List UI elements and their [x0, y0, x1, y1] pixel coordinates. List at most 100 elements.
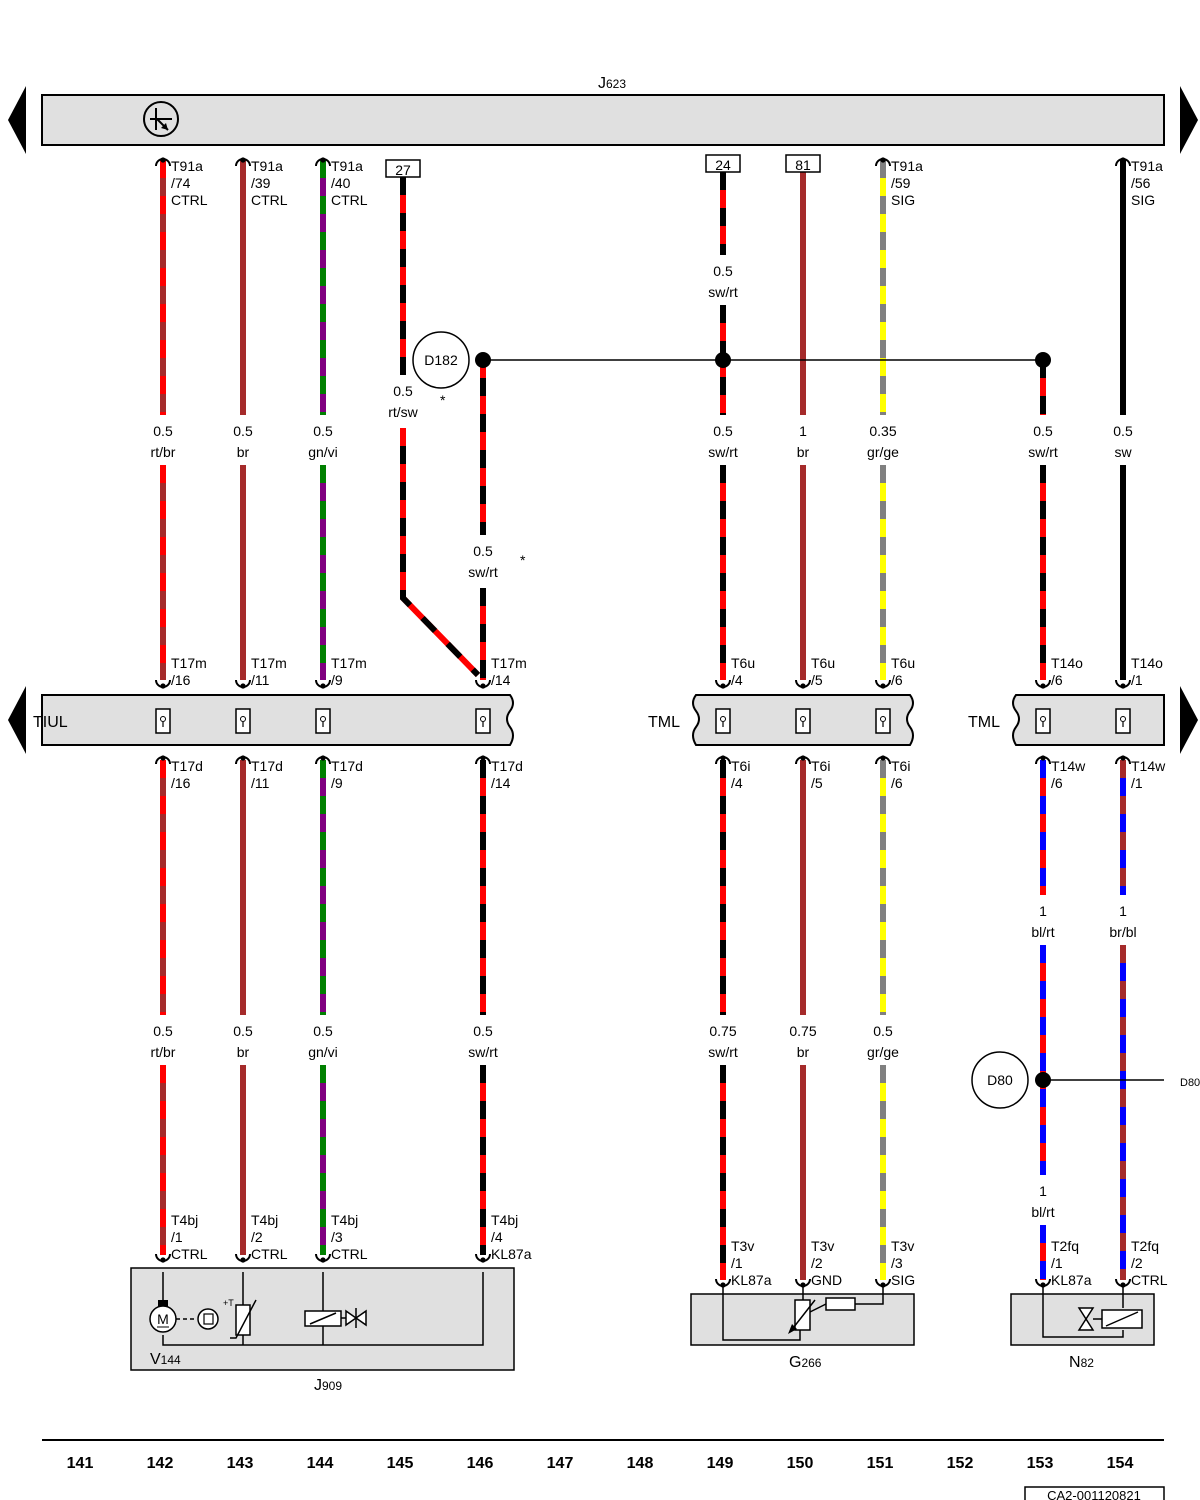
wire-color-label: sw/rt: [708, 1044, 738, 1060]
inline-connector-icon: [475, 708, 491, 734]
wire-gauge-label: 0.5: [233, 1023, 253, 1039]
column-number: 151: [867, 1455, 894, 1472]
tiul-connector-bar: [41, 694, 514, 746]
terminal-connector-icon: [315, 679, 331, 689]
document-code: CA2-001120821: [1047, 1488, 1141, 1500]
wire-gauge-label: 0.5: [153, 423, 173, 439]
junction-dot: [475, 352, 491, 368]
wire-color-label: bl/rt: [1031, 924, 1054, 940]
ref-box-24: [705, 154, 741, 173]
wire-color-label: gn/vi: [308, 444, 338, 460]
wire-color-label: sw/rt: [1028, 444, 1058, 460]
column-number: 143: [227, 1455, 254, 1472]
ref-box-27: [385, 159, 421, 178]
terminal-connector-icon: [235, 157, 251, 167]
wire-gauge-label: 1: [1039, 1183, 1047, 1199]
inline-connector-icon: [1115, 708, 1131, 734]
pin-label: T17m/16: [171, 655, 207, 688]
terminal-connector-icon: [475, 755, 491, 765]
left-continuation-arrow-top: [8, 86, 26, 154]
wire-gauge-label: 1: [799, 423, 807, 439]
wire-color-label: br: [237, 1044, 250, 1060]
pin-label: T17m/14: [491, 655, 527, 688]
wire-color-label: sw/rt: [468, 1044, 498, 1060]
j623-control-unit-bar: [41, 94, 1165, 146]
terminal-connector-icon: [1115, 755, 1131, 765]
j909-label: J909: [314, 1377, 342, 1394]
inline-connector-icon: [1035, 708, 1051, 734]
inline-connector-icon: [715, 708, 731, 734]
pin-label: T14o/1: [1131, 655, 1163, 688]
terminal-connector-icon: [315, 1253, 331, 1263]
wire-gauge-label: 0.5: [713, 423, 733, 439]
inline-connector-icon: [155, 708, 171, 734]
v144-label: V144: [150, 1351, 181, 1368]
svg-text:M: M: [157, 1311, 169, 1327]
column-number: 149: [707, 1455, 734, 1472]
pin-label: T6u/6: [891, 655, 915, 688]
pin-label: T14w/1: [1131, 758, 1166, 791]
wire-gauge-label: 0.5: [1033, 423, 1053, 439]
wire-color-label: rt/br: [151, 444, 176, 460]
wire-color-label: sw/rt: [708, 284, 738, 300]
terminal-connector-icon: [155, 679, 171, 689]
wire-gauge-label: 0.5: [473, 1023, 493, 1039]
star-marker: *: [520, 552, 526, 568]
terminal-connector-icon: [475, 679, 491, 689]
earth-terminal-icon: [143, 101, 179, 137]
wire-color-label: gr/ge: [867, 444, 899, 460]
ref-27-text: 27: [395, 162, 411, 178]
terminal-connector-icon: [315, 157, 331, 167]
pin-label: T17m/9: [331, 655, 367, 688]
terminal-connector-icon: [315, 755, 331, 765]
column-number: 144: [307, 1455, 334, 1472]
wire-gauge-label: 0.5: [313, 423, 333, 439]
terminal-connector-icon: [1115, 679, 1131, 689]
solenoid-valve-icon: [1077, 1307, 1143, 1331]
pin-label: T6i/5: [811, 758, 830, 791]
pin-label: T14o/6: [1051, 655, 1083, 688]
wire-color-label: rt/br: [151, 1044, 176, 1060]
wire-color-label: sw/rt: [708, 444, 738, 460]
column-number: 148: [627, 1455, 654, 1472]
terminal-connector-icon: [1115, 157, 1131, 167]
terminal-connector-icon: [875, 157, 891, 167]
tml-label-1: TML: [648, 714, 680, 731]
d182-circle: [412, 331, 470, 389]
tml-label-2: TML: [968, 714, 1000, 731]
wire-gauge-label: 0.5: [713, 263, 733, 279]
ptc-thermistor-icon: +T: [223, 1298, 257, 1339]
column-number: 142: [147, 1455, 174, 1472]
terminal-connector-icon: [715, 679, 731, 689]
pin-label: T6i/6: [891, 758, 910, 791]
wire-gauge-label: 0.5: [313, 1023, 333, 1039]
motor-icon: M: [149, 1305, 177, 1333]
pin-label: T6i/4: [731, 758, 750, 791]
wire-gauge-label: 0.5: [233, 423, 253, 439]
inline-connector-icon: [875, 708, 891, 734]
terminal-connector-icon: [795, 755, 811, 765]
column-number: 141: [67, 1455, 94, 1472]
wire-color-label: gr/ge: [867, 1044, 899, 1060]
pin-label: T17d/9: [331, 758, 363, 791]
terminal-connector-icon: [235, 1253, 251, 1263]
n82-internal-wiring: [1042, 1286, 1124, 1338]
terminal-connector-icon: [155, 755, 171, 765]
wire-color-label: gn/vi: [308, 1044, 338, 1060]
wire-color-label: bl/rt: [1031, 1204, 1054, 1220]
wire-gauge-label: 1: [1119, 903, 1127, 919]
sensor-icon: [788, 1299, 816, 1334]
g266-internal-wiring: [855, 1286, 884, 1305]
right-continuation-arrow-middle: [1180, 686, 1198, 754]
pin-label: T17d/16: [171, 758, 203, 791]
n82-label: N82: [1069, 1354, 1094, 1371]
d182-label: D182: [424, 352, 458, 368]
